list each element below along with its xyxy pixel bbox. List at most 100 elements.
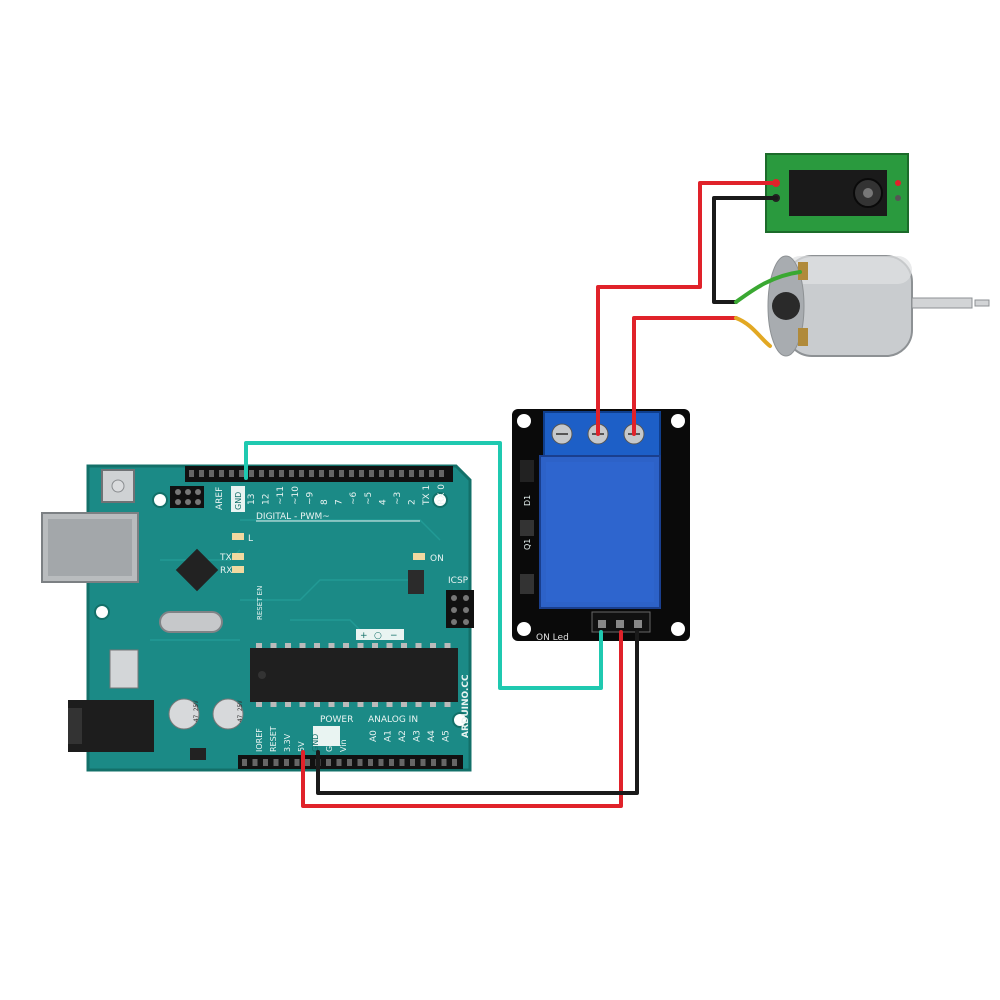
dc-power-jack-board bbox=[765, 153, 909, 233]
header-hole bbox=[199, 470, 204, 477]
relay-d1-label: D1 bbox=[523, 495, 532, 506]
motor-yellow-lead bbox=[734, 316, 772, 348]
reset-en-label: RESET EN bbox=[256, 586, 264, 620]
header-hole bbox=[357, 759, 363, 766]
header-hole bbox=[252, 759, 258, 766]
header-hole bbox=[368, 759, 373, 766]
supply-negative-wire bbox=[712, 196, 778, 304]
svg-text:47 25V: 47 25V bbox=[193, 700, 200, 722]
power-pin-label: GND bbox=[311, 734, 320, 752]
header-hole bbox=[279, 470, 284, 477]
digital-pin-label: 8 bbox=[320, 499, 330, 505]
header-hole bbox=[379, 470, 384, 477]
analog-pin-label: A0 bbox=[369, 730, 379, 742]
analog-pin-label: A1 bbox=[384, 730, 394, 742]
analog-pin-label: A4 bbox=[427, 730, 437, 742]
header-hole bbox=[431, 759, 436, 766]
digital-pin-label: ~5 bbox=[364, 492, 374, 505]
relay-on-led-label: ON Led bbox=[536, 633, 569, 643]
header-hole bbox=[299, 470, 304, 477]
wires bbox=[244, 181, 802, 808]
header-hole bbox=[410, 759, 415, 766]
header-hole bbox=[329, 470, 334, 477]
signal-wire bbox=[244, 441, 603, 690]
digital-pin-label: ~10 bbox=[291, 486, 301, 505]
power-pin-label: GND bbox=[325, 734, 334, 752]
icsp-label: ICSP bbox=[448, 576, 469, 586]
header-hole bbox=[229, 470, 234, 477]
power-analog-header bbox=[238, 755, 463, 769]
power-pin-label: 3.3V bbox=[283, 733, 292, 752]
power-pin-label: RESET bbox=[269, 726, 278, 752]
tx-label: TX bbox=[219, 553, 232, 563]
analog-pin-label: A2 bbox=[398, 730, 408, 742]
motor-green-lead bbox=[734, 270, 802, 304]
header-hole bbox=[269, 470, 274, 477]
voltage-regulator bbox=[109, 649, 139, 689]
digital-pin-label: ~11 bbox=[276, 486, 286, 505]
header-hole bbox=[242, 759, 247, 766]
vcc-wire bbox=[301, 630, 623, 808]
header-hole bbox=[209, 470, 214, 477]
digital-pin-label: ~3 bbox=[393, 492, 403, 505]
gnd-wire bbox=[316, 630, 639, 795]
header-hole bbox=[378, 759, 384, 766]
digital-pin-label: 7 bbox=[335, 499, 345, 505]
header-hole bbox=[309, 470, 314, 477]
digital-pin-label: TX 1 bbox=[422, 485, 432, 506]
svg-text:+: + bbox=[360, 631, 368, 641]
header-hole bbox=[273, 759, 279, 766]
svg-text:−: − bbox=[390, 631, 398, 641]
l-led-label: L bbox=[248, 534, 253, 544]
header-hole bbox=[263, 759, 268, 766]
barrel-jack-icon bbox=[68, 700, 154, 752]
reset-button[interactable] bbox=[101, 469, 135, 503]
pm-icons: + ○ − bbox=[356, 629, 404, 641]
header-hole bbox=[349, 470, 354, 477]
digital-header bbox=[185, 466, 453, 482]
header-hole bbox=[429, 470, 434, 477]
header-hole bbox=[359, 470, 364, 477]
header-hole bbox=[289, 470, 294, 477]
header-hole bbox=[339, 470, 344, 477]
header-hole bbox=[399, 470, 404, 477]
header-hole bbox=[441, 759, 447, 766]
digital-pin-label: 13 bbox=[247, 494, 257, 505]
capacitor-1: 47 25V bbox=[168, 698, 200, 730]
header-hole bbox=[389, 759, 394, 766]
digital-pin-label: 12 bbox=[262, 494, 272, 505]
header-hole bbox=[419, 470, 424, 477]
brand-label: ARDUINO.CC bbox=[461, 674, 471, 738]
header-hole bbox=[439, 470, 444, 477]
header-hole bbox=[219, 470, 224, 477]
atmega-chip bbox=[250, 643, 458, 707]
relay-input-header bbox=[591, 611, 651, 633]
analog-pin-label: A5 bbox=[442, 730, 452, 742]
power-pin-label: 5V bbox=[297, 741, 306, 752]
digital-pin-label: ~6 bbox=[349, 491, 359, 505]
relay-motor-wire bbox=[632, 316, 738, 436]
header-hole bbox=[294, 759, 300, 766]
digital-pin-label: 2 bbox=[408, 499, 418, 505]
power-pin-label: IOREF bbox=[255, 728, 264, 752]
supply-positive-wire bbox=[596, 181, 778, 436]
relay-q1-label: Q1 bbox=[523, 539, 532, 550]
crystal-oscillator bbox=[159, 611, 223, 633]
usb-port-icon bbox=[41, 512, 139, 583]
svg-text:○: ○ bbox=[374, 631, 382, 641]
digital-pin-label: 4 bbox=[378, 499, 388, 505]
capacitor-2: 47 25V bbox=[212, 698, 244, 730]
power-pin-label: Vin bbox=[339, 739, 348, 752]
header-hole bbox=[336, 759, 342, 766]
screw-terminal-icon bbox=[543, 411, 661, 457]
header-hole bbox=[369, 470, 374, 477]
header-hole bbox=[239, 470, 244, 477]
rx-label: RX bbox=[220, 566, 232, 576]
header-hole bbox=[326, 759, 331, 766]
header-hole bbox=[319, 470, 324, 477]
aref-label: AREF bbox=[215, 487, 225, 510]
header-hole bbox=[305, 759, 310, 766]
header-hole bbox=[259, 470, 264, 477]
icsp-header-usb bbox=[170, 486, 204, 508]
